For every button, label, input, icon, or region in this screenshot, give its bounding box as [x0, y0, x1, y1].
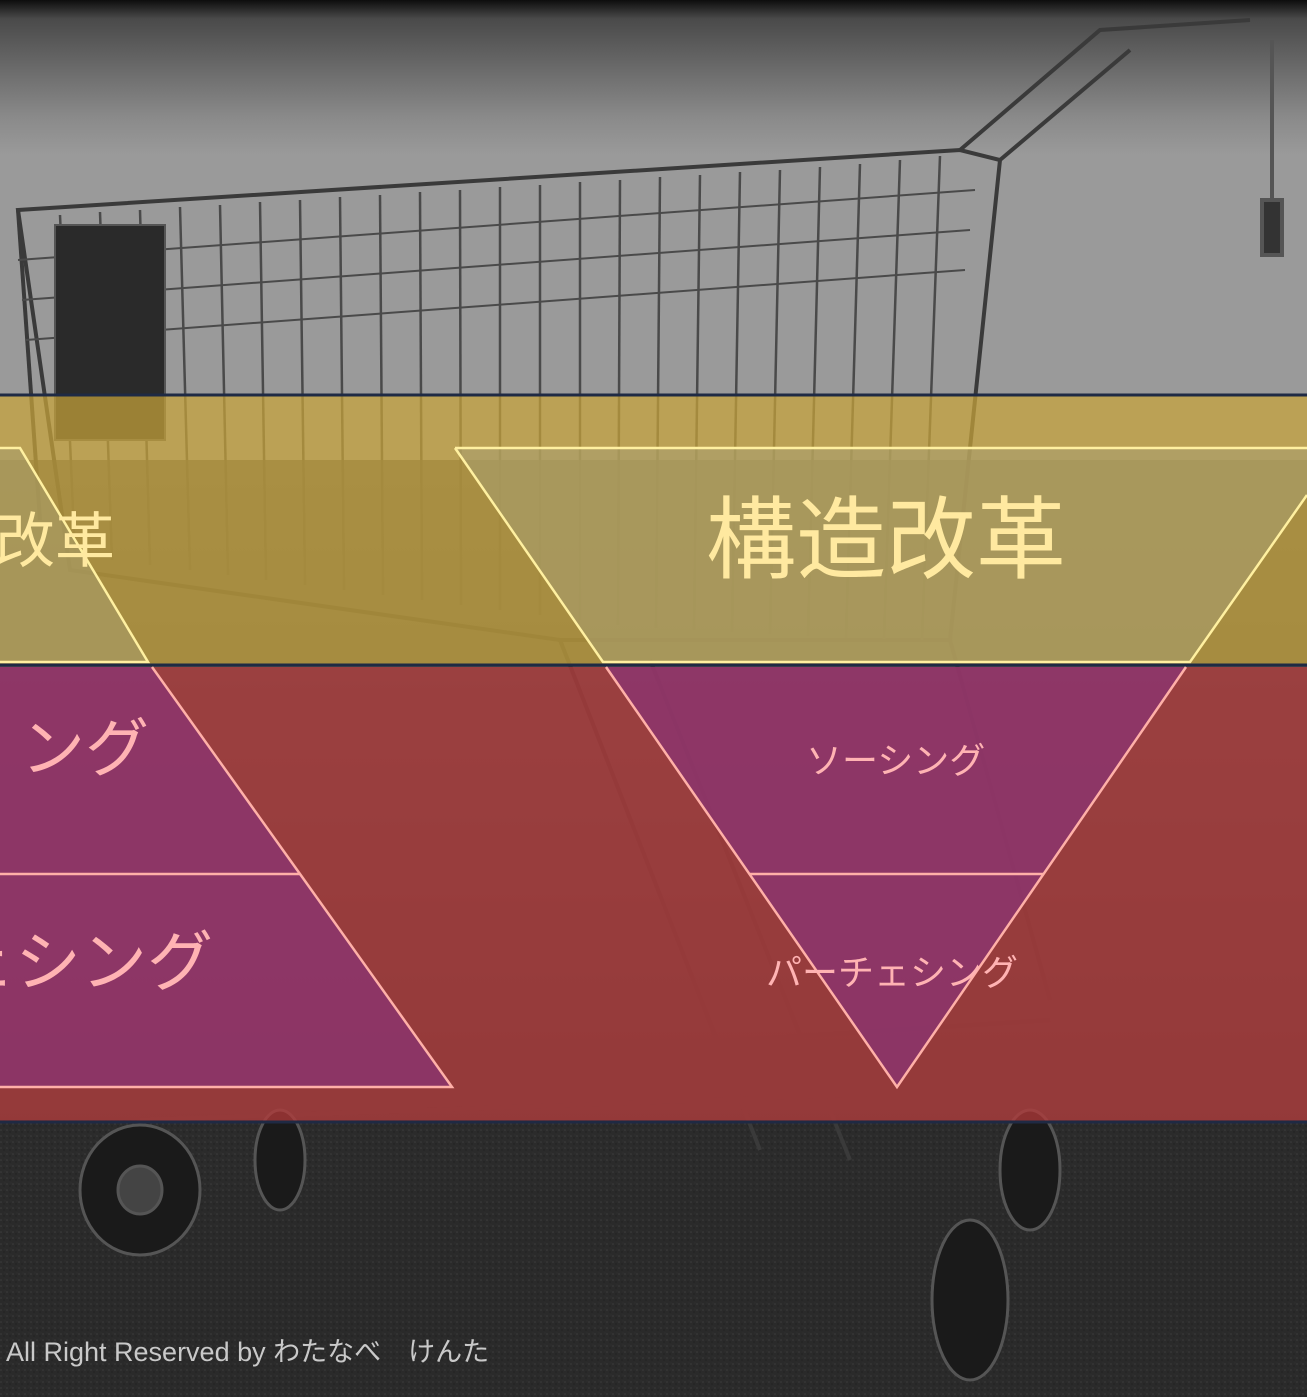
- funnel-right-middle-segment: [606, 667, 1186, 874]
- funnel-left-middle-label: ング: [21, 713, 149, 787]
- funnel-right-bottom-label: パーチェシング: [766, 953, 1019, 994]
- funnel-left-top-label: 改革: [0, 507, 115, 577]
- funnel-left-middle-segment: [0, 667, 300, 874]
- funnel-right: [453, 446, 1307, 1090]
- funnel-left-top-segment: [0, 448, 148, 662]
- funnel-right-middle-label: ソーシング: [806, 741, 986, 782]
- funnel-left-bottom-segment: [0, 874, 452, 1087]
- funnel-left: [0, 446, 455, 1089]
- funnel-right-top-label: 構造改革: [706, 488, 1066, 593]
- funnel-left-bottom-label: ェシング: [0, 924, 213, 1001]
- funnel-right-top-segment: [455, 448, 1307, 662]
- copyright-footer: All Right Reserved by わたなべ けんた: [6, 1337, 490, 1367]
- funnel-right-bottom-segment: [750, 874, 1044, 1087]
